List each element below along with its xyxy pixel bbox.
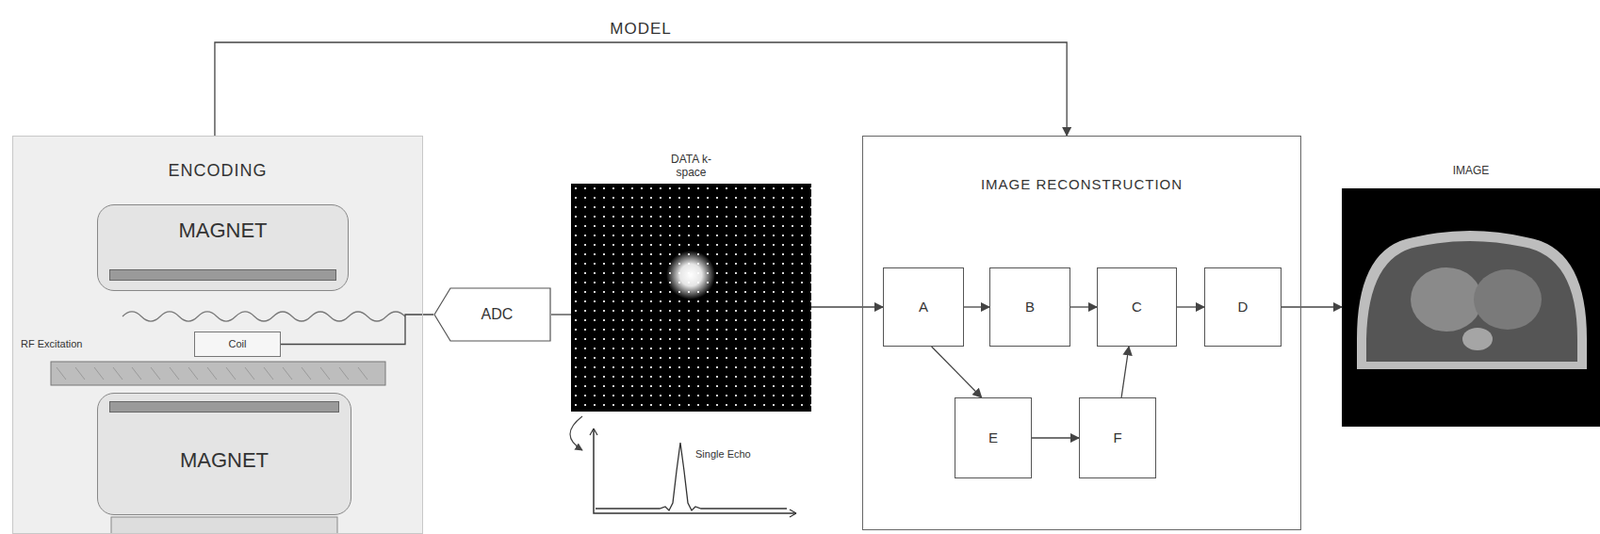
image-square	[1341, 188, 1600, 427]
node-text: ENCODING	[167, 161, 267, 182]
kspace-center	[666, 250, 716, 300]
scanner-base	[111, 517, 338, 534]
node-text: C	[1131, 298, 1143, 316]
process-box: D	[1204, 267, 1282, 347]
connector	[931, 346, 982, 398]
mri-body-outline	[1356, 230, 1587, 370]
axis-heads	[589, 428, 797, 518]
process-box: C	[1096, 267, 1177, 347]
encoding-panel: ENCODINGMAGNETCoilMAGNET	[12, 135, 424, 534]
process-box: A	[882, 267, 964, 347]
node-text: ADC	[481, 305, 514, 324]
output-image: IMAGE	[1341, 158, 1600, 427]
node-text: B	[1025, 298, 1035, 316]
mri-organ	[1473, 269, 1542, 330]
patient-table	[50, 361, 386, 386]
magnet-coil-bar	[109, 269, 337, 281]
reconstruction-panel: IMAGE RECONSTRUCTION A B C D E F	[862, 135, 1302, 531]
connector	[1176, 306, 1205, 308]
magnet-box: MAGNET	[97, 204, 349, 292]
connector	[280, 314, 434, 345]
node-text: MAGNET	[179, 448, 269, 474]
node-text: D	[1238, 298, 1249, 316]
single-echo-signal	[595, 442, 787, 511]
node-text: MAGNET	[178, 218, 267, 244]
node-text: DATA k-space	[658, 152, 725, 180]
connector	[551, 313, 572, 315]
node-text: IMAGE RECONSTRUCTION	[980, 176, 1183, 194]
kspace-readout-arrow	[570, 416, 583, 451]
node-text: Coil	[228, 338, 247, 351]
coil-box: Coil	[194, 331, 281, 358]
magnet-coil-bar	[109, 401, 340, 413]
signal-label: Single Echo	[695, 448, 752, 460]
kspace-data: DATA k-space	[571, 150, 812, 412]
node-text: F	[1112, 429, 1122, 447]
encoding-panel-fill	[12, 135, 424, 534]
node-text: A	[918, 298, 929, 316]
connector	[1121, 346, 1129, 398]
signal-axes	[593, 428, 797, 514]
connector	[811, 306, 883, 308]
adc-box: ADC	[433, 287, 552, 343]
mri-body-inner	[1366, 241, 1578, 362]
connector	[1070, 306, 1097, 308]
mri-organ	[1410, 267, 1483, 332]
process-box: B	[989, 267, 1071, 347]
edge-label: MODEL	[605, 19, 675, 39]
process-box: E	[954, 397, 1032, 479]
connector	[1281, 306, 1342, 308]
adc-shape	[434, 288, 551, 342]
table-hatch	[56, 367, 368, 380]
connector	[1031, 437, 1079, 439]
connector	[214, 42, 1067, 136]
kspace-square	[571, 183, 812, 412]
rf-wave	[122, 311, 406, 322]
rf-excitation-label: RF Excitation	[20, 338, 82, 350]
magnet-box: MAGNET	[97, 392, 352, 516]
connector	[963, 306, 990, 308]
kspace-grid	[571, 183, 812, 412]
node-text: E	[988, 429, 998, 447]
mri-spine	[1462, 327, 1493, 351]
node-text: IMAGE	[1453, 163, 1490, 178]
process-box: F	[1078, 397, 1157, 479]
